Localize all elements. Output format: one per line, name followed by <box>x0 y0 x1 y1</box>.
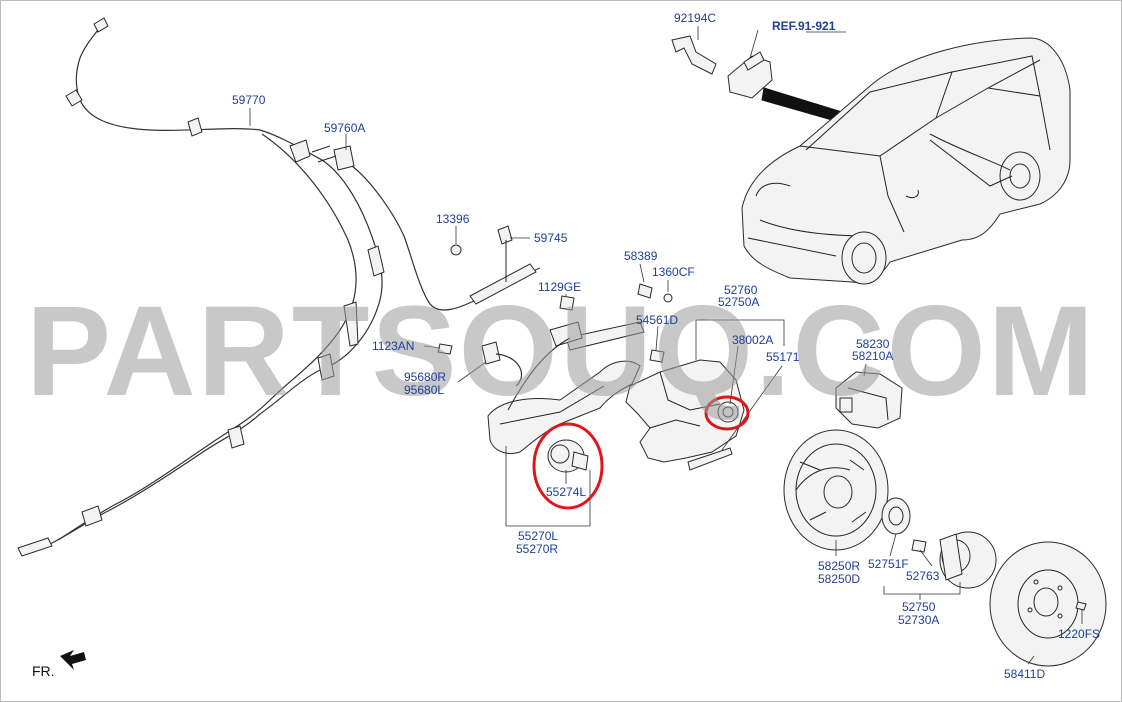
part-label-95680r[interactable]: 95680R <box>404 370 446 384</box>
vehicle-silhouette <box>741 37 1071 285</box>
highlight-circle-bushing-knuckle <box>704 395 750 431</box>
hub-bearing-52750 <box>881 497 997 589</box>
part-label-58210a[interactable]: 58210A <box>852 349 893 363</box>
part-label-1360cf[interactable]: 1360CF <box>652 265 695 279</box>
part-label-59745[interactable]: 59745 <box>534 231 568 245</box>
front-arrow-icon <box>60 650 86 670</box>
part-label-1129ge[interactable]: 1129GE <box>538 280 581 294</box>
part-label-52751f[interactable]: 52751F <box>868 557 909 571</box>
part-label-52730a[interactable]: 52730A <box>898 613 939 627</box>
rear-knuckle-52760 <box>559 283 745 471</box>
part-label-52750[interactable]: 52750 <box>902 600 936 614</box>
part-label-58230[interactable]: 58230 <box>856 337 890 351</box>
part-label-92194c[interactable]: 92194C <box>674 11 716 25</box>
part-label-55270l[interactable]: 55270L <box>518 529 558 543</box>
part-label-59760a[interactable]: 59760A <box>324 121 365 135</box>
part-label-58250d[interactable]: 58250D <box>818 572 860 586</box>
part-label-52750a-top[interactable]: 52750A <box>718 295 759 309</box>
parking-brake-cable-assembly <box>17 17 541 557</box>
part-label-54561d[interactable]: 54561D <box>636 313 678 327</box>
reference-label[interactable]: REF.91-921 <box>772 19 836 33</box>
part-label-58389[interactable]: 58389 <box>624 249 658 263</box>
part-label-1220fs[interactable]: 1220FS <box>1058 627 1100 641</box>
watermark-text: PARTSOUQ.COM <box>26 280 1096 423</box>
front-orientation-label: FR. <box>32 663 55 679</box>
part-label-55274l[interactable]: 55274L <box>546 485 586 499</box>
part-label-95680l[interactable]: 95680L <box>404 383 444 397</box>
highlight-circle-bushing-55274l <box>532 422 604 510</box>
brake-caliper-58230 <box>835 371 903 429</box>
part-label-13396[interactable]: 13396 <box>436 212 470 226</box>
part-label-55270r[interactable]: 55270R <box>516 542 558 556</box>
part-labels: 92194C REF.91-921 59770 59760A 13396 597… <box>232 11 1100 681</box>
part-label-1123an[interactable]: 1123AN <box>372 339 414 353</box>
part-label-52763[interactable]: 52763 <box>906 569 940 583</box>
trailing-arm-55270 <box>437 321 645 473</box>
part-label-38002a[interactable]: 38002A <box>732 333 773 347</box>
backing-plate-58250 <box>783 429 889 551</box>
front-orientation-indicator: FR. <box>32 650 86 679</box>
leader-lines <box>249 26 1083 665</box>
brake-disc-58411d <box>989 541 1107 667</box>
part-label-58250r[interactable]: 58250R <box>818 559 860 573</box>
part-label-58411d[interactable]: 58411D <box>1004 667 1045 681</box>
part-label-52760[interactable]: 52760 <box>724 283 758 297</box>
part-label-55171[interactable]: 55171 <box>766 350 800 364</box>
part-label-59770[interactable]: 59770 <box>232 93 266 107</box>
